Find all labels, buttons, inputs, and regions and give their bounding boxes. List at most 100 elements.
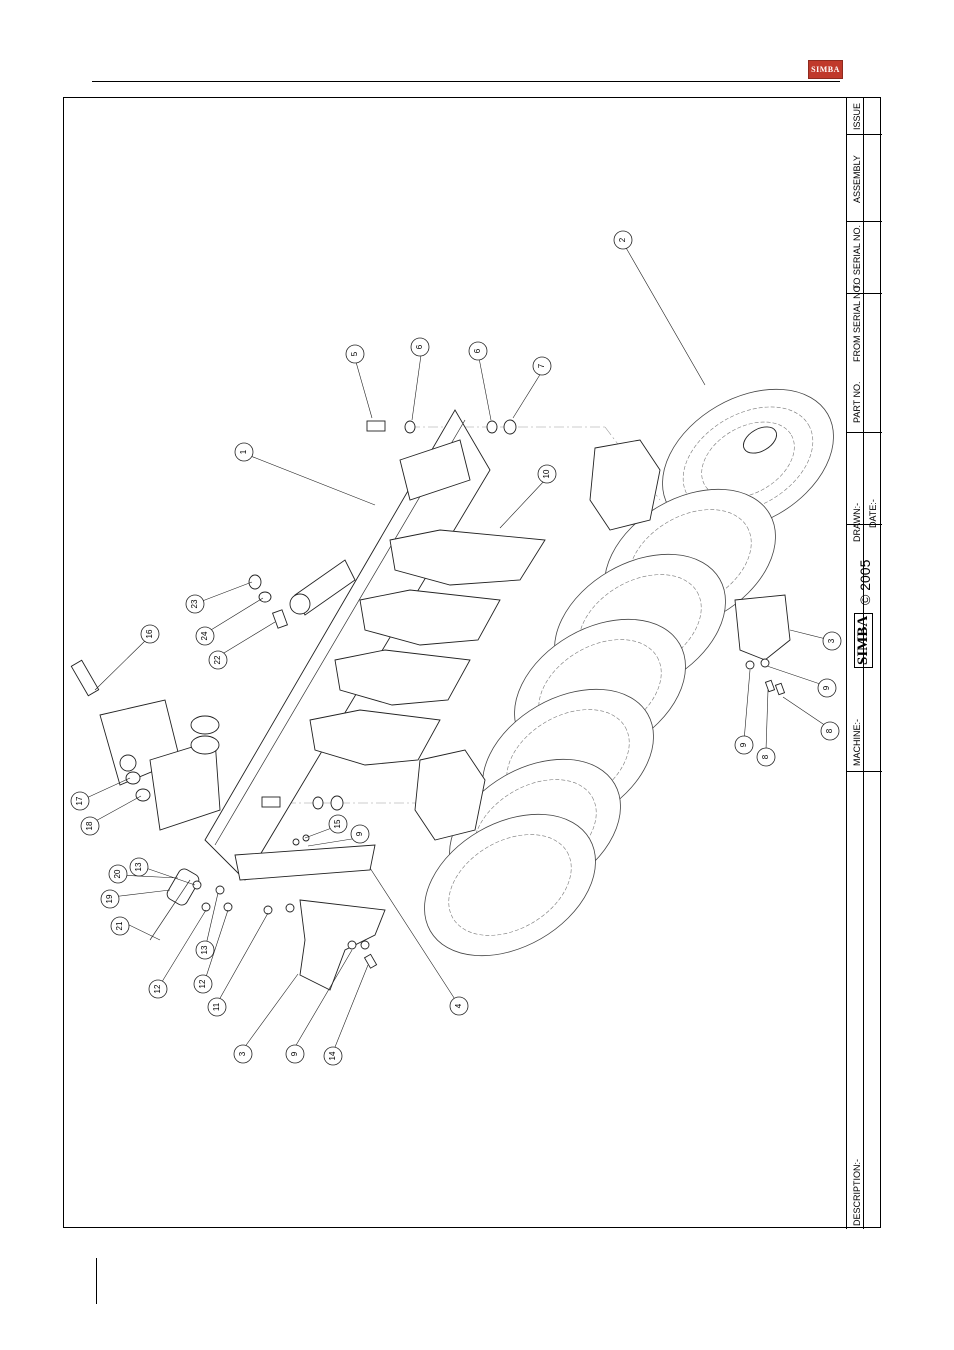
svg-text:7: 7 <box>537 363 546 368</box>
washer-12b <box>224 903 232 911</box>
svg-text:16: 16 <box>145 629 154 638</box>
balloon-21: 21 <box>111 917 129 935</box>
svg-text:9: 9 <box>739 742 748 747</box>
svg-text:3: 3 <box>827 638 836 643</box>
washer-bottom <box>313 797 323 809</box>
bush-18 <box>136 789 150 801</box>
svg-text:8: 8 <box>761 754 770 759</box>
balloon-3b: 3 <box>234 1045 252 1063</box>
svg-text:17: 17 <box>75 796 84 805</box>
disc-arm-4 <box>310 710 440 765</box>
rod-end-eye <box>290 594 310 614</box>
washer-17 <box>126 772 140 784</box>
svg-text:21: 21 <box>115 921 124 930</box>
svg-text:24: 24 <box>200 631 209 640</box>
balloon-19: 19 <box>101 890 119 908</box>
svg-text:9: 9 <box>822 685 831 690</box>
nut-13b <box>216 886 224 894</box>
bearing-housing-bottom <box>415 750 485 840</box>
washer-11b <box>286 904 294 912</box>
washer-9d <box>761 659 769 667</box>
bearing-housing-top <box>590 440 660 530</box>
balloon-4: 4 <box>450 997 468 1015</box>
balloon-2: 2 <box>614 231 632 249</box>
washer-6a <box>405 421 415 433</box>
balloon-13a: 13 <box>130 858 148 876</box>
balloon-24: 24 <box>196 627 214 645</box>
balloon-18: 18 <box>81 817 99 835</box>
svg-text:1: 1 <box>239 449 248 454</box>
balloon-11: 11 <box>208 998 226 1016</box>
balloon-6a: 6 <box>411 338 429 356</box>
svg-text:23: 23 <box>190 599 199 608</box>
svg-text:11: 11 <box>212 1002 221 1011</box>
svg-text:20: 20 <box>113 869 122 878</box>
svg-text:12: 12 <box>153 984 162 993</box>
balloon-12a: 12 <box>149 980 167 998</box>
bolt-5 <box>367 421 385 431</box>
svg-text:3: 3 <box>238 1051 247 1056</box>
svg-text:15: 15 <box>333 819 342 828</box>
svg-text:14: 14 <box>328 1051 337 1060</box>
washer-12a <box>202 903 210 911</box>
washer-9c <box>746 661 754 669</box>
svg-text:4: 4 <box>454 1003 463 1008</box>
svg-text:12: 12 <box>198 979 207 988</box>
nut-23 <box>249 575 261 589</box>
bolt-8a <box>765 680 774 691</box>
svg-text:5: 5 <box>350 351 359 356</box>
svg-text:6: 6 <box>415 344 424 349</box>
svg-text:13: 13 <box>134 862 143 871</box>
balloon-20: 20 <box>109 865 127 883</box>
balloon-23: 23 <box>186 595 204 613</box>
bolt-22 <box>273 610 288 628</box>
svg-text:9: 9 <box>290 1051 299 1056</box>
nut-bottom <box>331 796 343 810</box>
bolt-bottom <box>262 797 280 807</box>
balloon-9a: 9 <box>735 736 753 754</box>
balloon-10: 10 <box>538 465 556 483</box>
nut-15a <box>293 839 299 845</box>
washer-9a <box>348 941 356 949</box>
washer-9b <box>361 941 369 949</box>
balloon-6b: 6 <box>469 342 487 360</box>
scraper-plate-3-right <box>735 595 790 660</box>
disc-arm-3 <box>335 650 470 705</box>
scraper-plate-3-left <box>300 900 385 990</box>
balloon-9b: 9 <box>818 679 836 697</box>
balloon-17: 17 <box>71 792 89 810</box>
balloon-16: 16 <box>141 625 159 643</box>
balloon-1: 1 <box>235 443 253 461</box>
svg-text:13: 13 <box>200 945 209 954</box>
svg-text:2: 2 <box>618 237 627 242</box>
hitch-eye-2 <box>191 736 219 754</box>
balloon-22: 22 <box>209 651 227 669</box>
bolt-16 <box>71 660 98 695</box>
washer-11a <box>264 906 272 914</box>
svg-text:6: 6 <box>473 348 482 353</box>
svg-text:22: 22 <box>213 655 222 664</box>
balloon-14: 14 <box>324 1047 342 1065</box>
balloon-5: 5 <box>346 345 364 363</box>
washer-6b <box>487 421 497 433</box>
nut-7 <box>504 420 516 434</box>
svg-text:8: 8 <box>825 728 834 733</box>
svg-text:9: 9 <box>355 831 364 836</box>
pivot-pin-hole <box>120 755 136 771</box>
balloon-15: 15 <box>329 815 347 833</box>
balloon-12b: 12 <box>194 975 212 993</box>
washer-24 <box>259 592 271 602</box>
nut-15b <box>303 835 309 841</box>
balloon-7: 7 <box>533 357 551 375</box>
balloon-8a: 8 <box>757 748 775 766</box>
svg-text:19: 19 <box>105 894 114 903</box>
svg-text:10: 10 <box>542 469 551 478</box>
bolt-8b <box>775 683 784 694</box>
svg-text:18: 18 <box>85 821 94 830</box>
balloon-8b: 8 <box>821 722 839 740</box>
hitch-eye-1 <box>191 716 219 734</box>
balloon-9c: 9 <box>286 1045 304 1063</box>
balloon-13b: 13 <box>196 941 214 959</box>
balloon-3a: 3 <box>823 632 841 650</box>
